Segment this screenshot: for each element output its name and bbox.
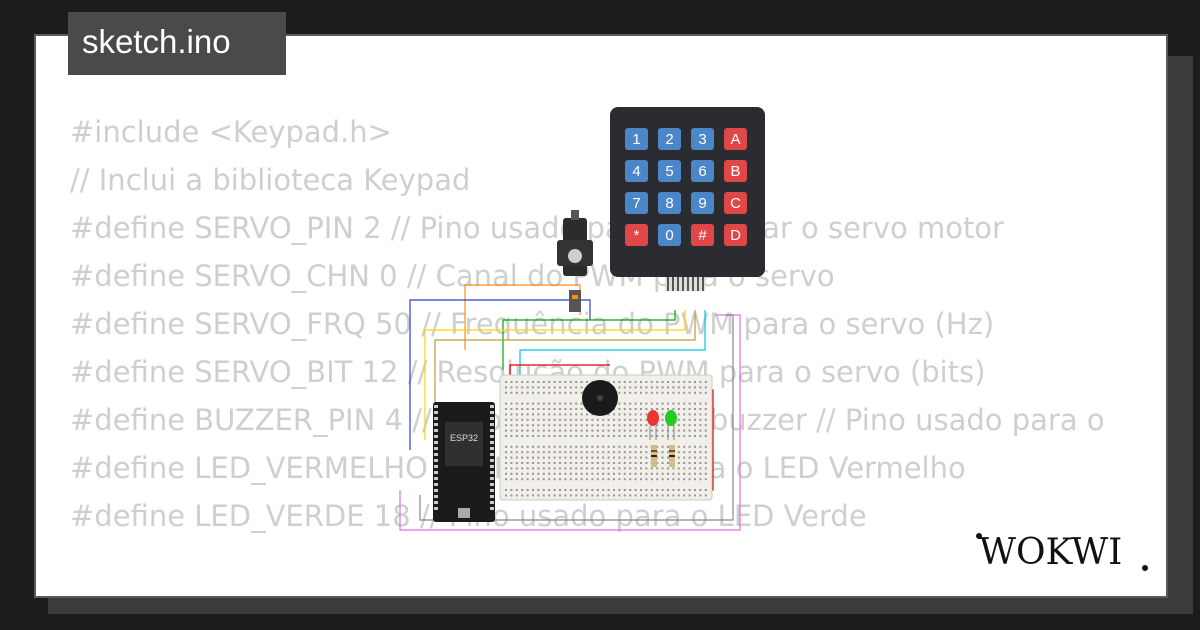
- keypad-key: 4: [625, 160, 648, 182]
- keypad-key: B: [724, 160, 747, 182]
- svg-text:8: 8: [665, 195, 673, 212]
- svg-text:4: 4: [632, 163, 640, 180]
- keypad-key: *: [625, 224, 648, 246]
- keypad-key: 9: [691, 192, 714, 214]
- esp32-board: ESP32: [433, 402, 495, 522]
- svg-text:5: 5: [665, 163, 673, 180]
- circuit-diagram: 1 2 3 A 4 5 6 B 7 8 9 C * 0 # D ESP32: [399, 107, 765, 531]
- keypad-key: 5: [658, 160, 681, 182]
- wokwi-logo: WOKWI: [976, 532, 1148, 573]
- keypad-key: A: [724, 128, 747, 150]
- breadboard: [499, 374, 713, 501]
- keypad-key: C: [724, 192, 747, 214]
- servo: [557, 210, 593, 312]
- svg-text:B: B: [730, 163, 740, 180]
- code-line: // Inclui a biblioteca Keypad: [70, 163, 471, 197]
- breadboard-holes: [505, 381, 707, 497]
- keypad-key: 1: [625, 128, 648, 150]
- keypad-key: 7: [625, 192, 648, 214]
- svg-text:2: 2: [665, 131, 673, 148]
- title-tab: sketch.ino: [68, 12, 286, 75]
- svg-text:6: 6: [698, 163, 706, 180]
- leds: [647, 410, 677, 467]
- logo-text: WOKWI: [979, 532, 1122, 573]
- keypad-key: #: [691, 224, 714, 246]
- keypad-key: D: [724, 224, 747, 246]
- keypad-key: 0: [658, 224, 681, 246]
- wire-yellow: [424, 310, 686, 440]
- keypad-key: 3: [691, 128, 714, 150]
- buzzer: [582, 380, 618, 416]
- svg-text:0: 0: [665, 227, 673, 244]
- svg-text:3: 3: [698, 131, 706, 148]
- code-line: #define BUZZER_PIN 4 // Pino usado para …: [70, 403, 1105, 437]
- code-line: #define SERVO_FRQ 50 // Frequência do PW…: [70, 307, 995, 341]
- svg-text:1: 1: [632, 131, 640, 148]
- code-line: [70, 540, 1105, 588]
- svg-text:#: #: [698, 227, 707, 244]
- keypad-key: 6: [691, 160, 714, 182]
- esp32-label: ESP32: [450, 433, 478, 443]
- svg-text:9: 9: [698, 195, 706, 212]
- wire-green: [502, 310, 676, 370]
- sketch-title: sketch.ino: [82, 23, 231, 60]
- svg-text:7: 7: [632, 195, 640, 212]
- code-line: void setup() { // Função de configuração: [70, 588, 1105, 596]
- wire-brown: [434, 310, 696, 430]
- keypad-key: 2: [658, 128, 681, 150]
- wire-gray: [419, 314, 734, 521]
- keypad-key: 8: [658, 192, 681, 214]
- keypad: 1 2 3 A 4 5 6 B 7 8 9 C * 0 # D: [610, 107, 765, 291]
- code-line: #include <Keypad.h>: [70, 115, 392, 149]
- svg-text:*: *: [634, 227, 640, 244]
- svg-text:C: C: [730, 195, 741, 212]
- svg-text:D: D: [730, 227, 741, 244]
- wire-blue: [409, 299, 591, 450]
- svg-text:A: A: [730, 131, 740, 148]
